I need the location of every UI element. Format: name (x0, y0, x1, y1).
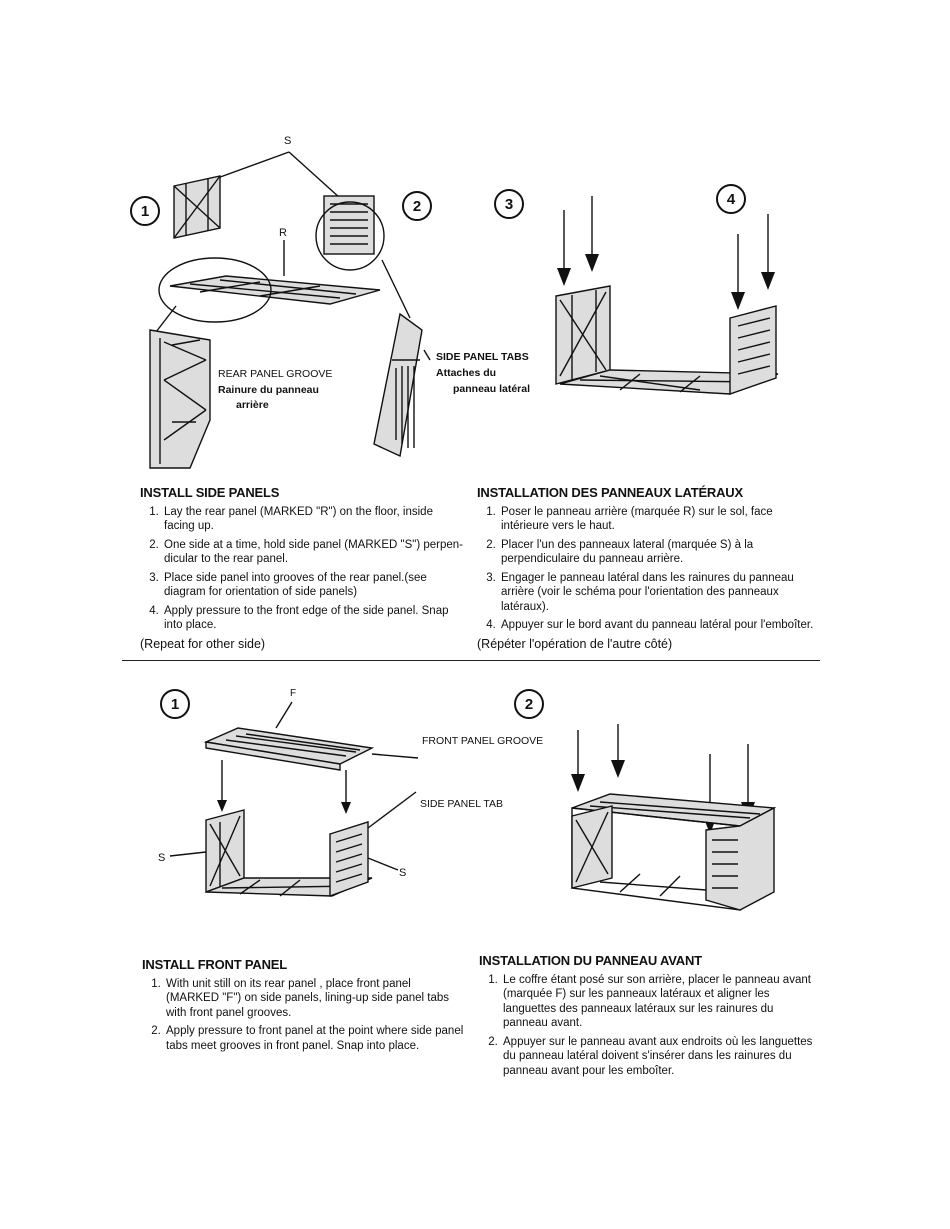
install-front-panel-fr: INSTALLATION DU PANNEAU AVANT Le coffre … (479, 953, 819, 1082)
instruction-item: Engager le panneau latéral dans les rain… (499, 571, 817, 615)
step-badge-1: 1 (130, 196, 160, 226)
section-title: INSTALL SIDE PANELS (140, 485, 280, 500)
label-s-right: S (399, 867, 407, 879)
instruction-item: Appuyer sur le panneau avant aux endroit… (501, 1035, 819, 1079)
instruction-item: With unit still on its rear panel , plac… (164, 977, 467, 1021)
figure-rear-and-side-panels (149, 151, 779, 469)
install-front-panel-en: INSTALL FRONT PANEL With unit still on i… (142, 957, 467, 1057)
label-r: R (279, 227, 287, 239)
instruction-item: Place side panel into grooves of the rea… (162, 571, 465, 600)
label-s-top: S (284, 135, 292, 147)
section-title: INSTALL FRONT PANEL (142, 957, 287, 972)
side-tabs-callout-fr-1: Attaches du (436, 367, 497, 379)
instruction-item: One side at a time, hold side panel (MAR… (162, 538, 465, 567)
label-f: F (290, 688, 297, 699)
instruction-item: Apply pressure to front panel at the poi… (164, 1024, 467, 1053)
rear-groove-callout-en: REAR PANEL GROOVE (218, 368, 333, 380)
figure-front-panel (169, 701, 777, 911)
section-divider (122, 660, 820, 661)
step-badge-2-bottom: 2 (514, 689, 544, 719)
repeat-note: (Repeat for other side) (140, 636, 266, 651)
step-badge-1-bottom: 1 (160, 689, 190, 719)
repeat-note: (Répéter l'opération de l'autre côté) (477, 636, 673, 651)
instruction-item: Appuyer sur le bord avant du panneau lat… (499, 618, 817, 633)
rear-groove-callout-fr-1: Rainure du panneau (218, 384, 319, 396)
side-tabs-callout-en: SIDE PANEL TABS (436, 351, 529, 363)
rear-groove-callout-fr-2: arrière (236, 399, 269, 411)
step-badge-3: 3 (494, 189, 524, 219)
label-s-left: S (158, 852, 166, 864)
instruction-item: Poser le panneau arrière (marquée R) sur… (499, 505, 817, 534)
instruction-item: Apply pressure to the front edge of the … (162, 604, 465, 633)
side-tabs-callout-fr-2: panneau latéral (453, 383, 531, 395)
instruction-item: Le coffre étant posé sur son arrière, pl… (501, 973, 819, 1031)
side-tab-callout: SIDE PANEL TAB (420, 798, 504, 810)
step-badge-4: 4 (716, 184, 746, 214)
instruction-item: Lay the rear panel (MARKED "R") on the f… (162, 505, 465, 534)
instruction-item: Placer l'un des panneaux lateral (marqué… (499, 538, 817, 567)
front-groove-callout: FRONT PANEL GROOVE (422, 735, 544, 747)
section-title: INSTALLATION DES PANNEAUX LATÉRAUX (477, 485, 743, 500)
step-badge-2: 2 (402, 191, 432, 221)
section-title: INSTALLATION DU PANNEAU AVANT (479, 953, 702, 968)
install-side-panels-fr: INSTALLATION DES PANNEAUX LATÉRAUX Poser… (477, 485, 817, 651)
install-side-panels-en: INSTALL SIDE PANELS Lay the rear panel (… (140, 485, 465, 651)
